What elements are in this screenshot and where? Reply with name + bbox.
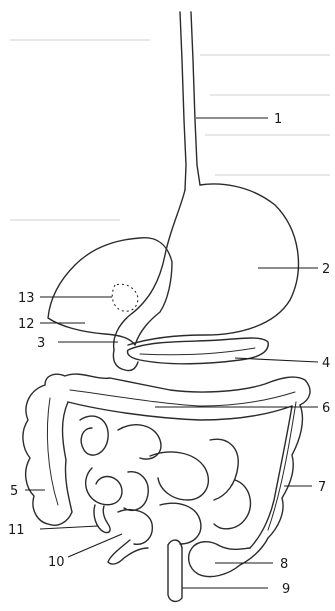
label-2: 2 bbox=[322, 262, 330, 277]
label-10: 10 bbox=[48, 555, 65, 570]
sigmoid-colon bbox=[189, 542, 250, 577]
esophagus bbox=[180, 12, 200, 190]
transverse-colon bbox=[45, 374, 310, 420]
label-5: 5 bbox=[10, 484, 18, 499]
rectum bbox=[168, 540, 182, 601]
ascending-colon bbox=[23, 385, 72, 525]
small-intestine bbox=[80, 416, 250, 544]
label-4: 4 bbox=[322, 356, 330, 371]
label-9: 9 bbox=[282, 582, 290, 597]
leader-4 bbox=[235, 358, 318, 362]
label-3: 3 bbox=[37, 336, 45, 351]
label-7: 7 bbox=[318, 480, 326, 495]
label-11: 11 bbox=[8, 523, 25, 538]
gallbladder bbox=[112, 284, 138, 311]
label-1: 1 bbox=[274, 112, 282, 127]
liver bbox=[48, 238, 172, 345]
leader-11 bbox=[40, 526, 98, 529]
stomach bbox=[114, 184, 299, 350]
label-13: 13 bbox=[18, 291, 35, 306]
pancreas bbox=[128, 338, 269, 364]
label-8: 8 bbox=[280, 557, 288, 572]
appendix bbox=[94, 505, 110, 533]
background-texture bbox=[10, 40, 330, 220]
duodenum bbox=[113, 350, 138, 371]
label-12: 12 bbox=[18, 317, 35, 332]
descending-colon bbox=[240, 402, 302, 565]
label-6: 6 bbox=[322, 401, 330, 416]
